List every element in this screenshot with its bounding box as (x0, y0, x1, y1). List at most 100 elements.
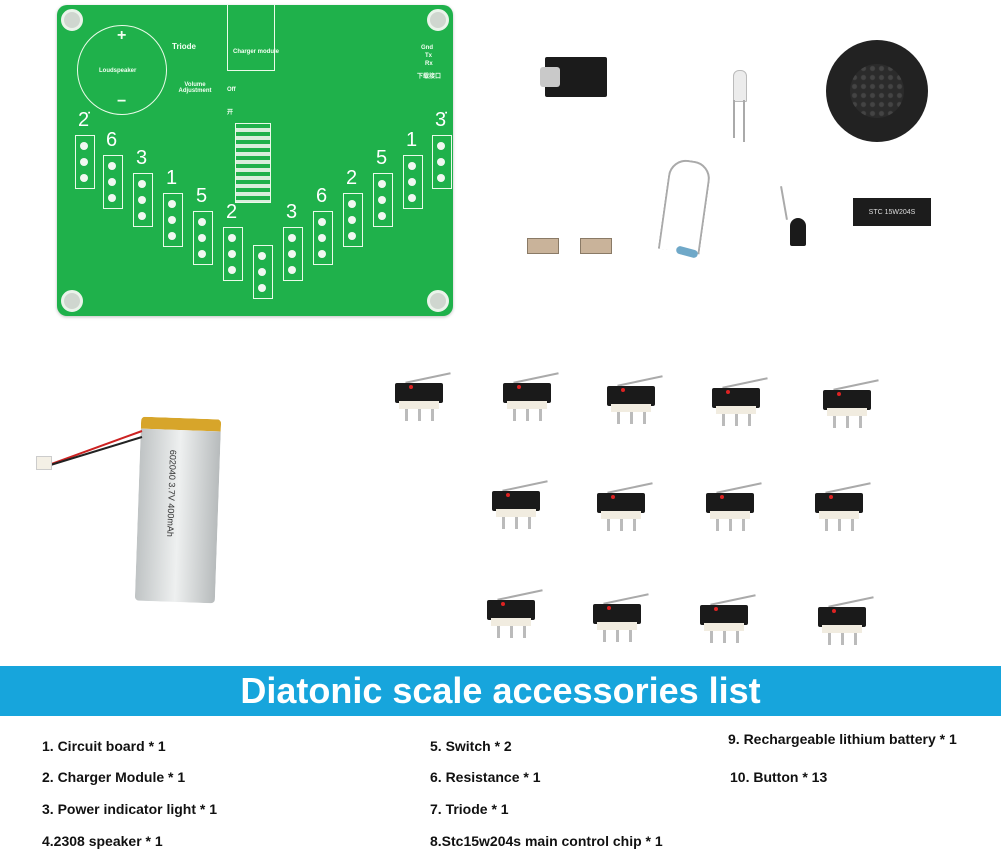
battery-label: 602040 3.7V 400mAh (165, 449, 179, 537)
note-label: 5 (196, 185, 208, 207)
switch-body (818, 607, 866, 627)
solder-pad (318, 218, 326, 226)
solder-pad (228, 250, 236, 258)
accessory-item: 3. Power indicator light * 1 (42, 801, 218, 817)
mount-hole (61, 290, 83, 312)
switch-pin (526, 409, 529, 421)
switch-pin (851, 519, 854, 531)
accessories-banner: Diatonic scale accessories list (0, 666, 1001, 716)
switch-dot (714, 607, 718, 611)
switch-base (827, 408, 867, 416)
switch-base (822, 625, 862, 633)
micro-switch-button (593, 593, 649, 642)
switch-dot (720, 495, 724, 499)
solder-pad (258, 268, 266, 276)
solder-pad (318, 250, 326, 258)
solder-pad (198, 234, 206, 242)
micro-switch-button (487, 589, 543, 638)
switch-dot (726, 390, 730, 394)
switch-pin (735, 414, 738, 426)
key-footprint (432, 135, 452, 189)
switch-pin (854, 633, 857, 645)
switch-pin (629, 630, 632, 642)
mount-hole (427, 290, 449, 312)
switch-pin (833, 416, 836, 428)
resistor-leads (657, 157, 713, 255)
tx-label: Tx (425, 53, 433, 59)
switch-pin (643, 412, 646, 424)
solder-pad (408, 194, 416, 202)
switch-dot (611, 495, 615, 499)
triode (790, 218, 806, 246)
key-footprint (163, 193, 183, 247)
micro-switch-button (607, 375, 663, 424)
switch-pin (431, 409, 434, 421)
solder-pad (258, 284, 266, 292)
charger-module-label: Charger module (233, 49, 280, 55)
solder-pad (108, 194, 116, 202)
switch-pin (630, 412, 633, 424)
switch-pin (742, 519, 745, 531)
solder-pad (348, 200, 356, 208)
note-label: 6 (316, 185, 328, 207)
switch-body (503, 383, 551, 403)
note-label: 2 (226, 201, 238, 223)
usb-c-port (540, 67, 560, 87)
switch-pin (846, 416, 849, 428)
switch-body (706, 493, 754, 513)
note-label: 1 (166, 167, 178, 189)
key-footprint (223, 227, 243, 281)
switch-pin (616, 630, 619, 642)
solder-pad (408, 162, 416, 170)
key-footprint (75, 135, 95, 189)
switch-body (492, 491, 540, 511)
solder-pad (348, 232, 356, 240)
switch-dot (501, 602, 505, 606)
switch-body (607, 386, 655, 406)
solder-pad (198, 250, 206, 258)
switch-pin (607, 519, 610, 531)
switch-dot (829, 495, 833, 499)
solder-pad (198, 218, 206, 226)
solder-pad (378, 180, 386, 188)
switch-dot (506, 493, 510, 497)
switch-base (601, 511, 641, 519)
switch-pin (633, 519, 636, 531)
solder-pad (168, 216, 176, 224)
switch-base (496, 509, 536, 517)
switch-base (399, 401, 439, 409)
switch-body (597, 493, 645, 513)
switch-body (815, 493, 863, 513)
solder-pad (318, 234, 326, 242)
note-label: 2 (346, 167, 358, 189)
switch-pin (825, 519, 828, 531)
switch-dot (517, 385, 521, 389)
solder-pad (80, 174, 88, 182)
on-label: 开 (227, 110, 234, 116)
key-footprint (283, 227, 303, 281)
switch-dot (832, 609, 836, 613)
switch-body (823, 390, 871, 410)
led-lead (733, 100, 735, 138)
switch-dot (621, 388, 625, 392)
switch-body (700, 605, 748, 625)
switch-pin (510, 626, 513, 638)
mount-hole (427, 9, 449, 31)
switch-dot (409, 385, 413, 389)
solder-pad (80, 158, 88, 166)
solder-pad (288, 250, 296, 258)
volume-label: Volume Adjustment (178, 82, 212, 94)
micro-switch-button (395, 372, 451, 421)
speaker-outline (77, 25, 167, 115)
switch-pin (710, 631, 713, 643)
switch-pin (716, 519, 719, 531)
micro-switch-button (706, 482, 762, 531)
solder-pad (408, 178, 416, 186)
switch-pin (497, 626, 500, 638)
mount-hole (61, 9, 83, 31)
accessory-item: 6. Resistance * 1 (430, 769, 541, 785)
key-footprint (133, 173, 153, 227)
switch-base (819, 511, 859, 519)
micro-switch-button (492, 480, 548, 529)
solder-pad (228, 234, 236, 242)
